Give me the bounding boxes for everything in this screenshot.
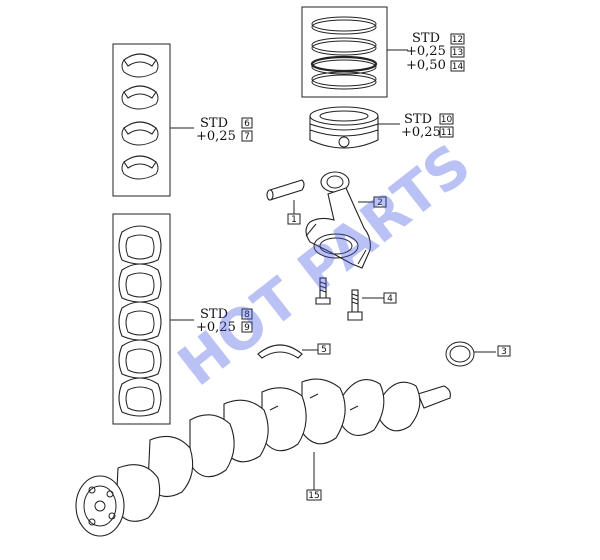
main-bearing-set-lower: STD +0,25 8 9 — [112, 213, 253, 425]
callout-14: 14 — [452, 62, 464, 72]
oil-ring — [311, 71, 377, 87]
thrust-washer: 5 — [257, 343, 331, 359]
callout-7: 7 — [244, 132, 250, 142]
piston-ring — [311, 37, 377, 53]
bearing-set-frame — [112, 213, 171, 425]
connecting-rod: 2 — [305, 171, 387, 269]
rod-bolt — [347, 289, 363, 321]
crank-flange — [75, 475, 125, 537]
piston-pin: 1 — [266, 179, 305, 225]
oversize-label: +0,25 — [401, 125, 441, 140]
std-label: STD — [200, 116, 228, 131]
callout-8: 8 — [244, 310, 250, 320]
rod-bolt — [315, 277, 331, 305]
callout-15: 15 — [308, 491, 319, 501]
crank-web — [301, 378, 346, 445]
oversize-050-label: +0,50 — [406, 58, 446, 73]
piston-ring — [311, 16, 377, 32]
bearing-shell — [121, 53, 159, 78]
callout-10: 10 — [441, 115, 453, 125]
crank-web — [261, 387, 307, 452]
oversize-label: +0,25 — [196, 129, 236, 144]
crank-journal — [115, 464, 161, 522]
bearing-shell — [121, 121, 159, 146]
callout-11: 11 — [441, 128, 452, 138]
callout-3: 3 — [501, 347, 507, 357]
callout-13: 13 — [452, 48, 463, 58]
piston: STD +0,25 10 11 — [309, 106, 454, 149]
callout-9: 9 — [244, 323, 250, 333]
crank-web — [223, 399, 269, 463]
bearing-shell — [121, 85, 159, 110]
oversize-label: +0,25 — [196, 320, 236, 335]
bearing-shell — [118, 301, 162, 341]
oversize-025-label: +0,25 — [406, 44, 446, 59]
callout-5: 5 — [321, 345, 327, 355]
bearing-shell — [118, 339, 162, 379]
bearing-shell — [118, 225, 162, 265]
watermark: HOT PARTS — [167, 132, 483, 399]
ring-set-frame — [301, 6, 388, 98]
bearing-set-frame — [112, 43, 171, 197]
piston-ring — [310, 55, 378, 73]
crank-web — [339, 379, 385, 436]
piston-ring-set: STD +0,25 +0,50 12 13 14 — [301, 6, 465, 98]
crank-web — [379, 381, 421, 432]
std-label: STD — [404, 112, 432, 127]
main-bearing-set-upper: STD +0,25 6 7 — [112, 43, 253, 197]
bearing-shell — [118, 263, 162, 303]
bearing-shell — [121, 155, 159, 180]
seal-ring: 3 — [445, 341, 511, 367]
std-label: STD — [412, 31, 440, 46]
crank-web — [189, 414, 235, 478]
crankshaft: 15 — [75, 378, 451, 537]
std-label: STD — [200, 307, 228, 322]
rod-bolts: 4 — [315, 277, 397, 321]
crank-nose — [417, 385, 451, 409]
callout-2: 2 — [377, 198, 383, 208]
callout-4: 4 — [387, 294, 393, 304]
callout-12: 12 — [452, 35, 463, 45]
callout-1: 1 — [291, 215, 297, 225]
bearing-shell — [118, 377, 162, 417]
callout-6: 6 — [244, 119, 250, 129]
